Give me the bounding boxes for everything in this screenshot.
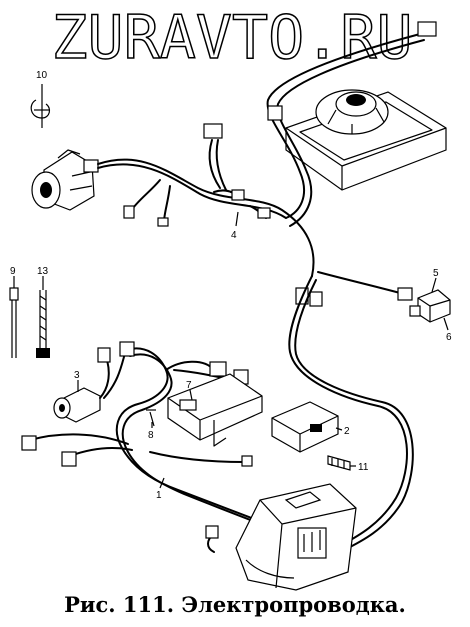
figure-caption: Рис. 111. Электропроводка. <box>64 592 406 617</box>
fuse-11 <box>327 455 351 471</box>
callout-6: 6 <box>446 332 452 343</box>
callout-4: 4 <box>231 230 237 241</box>
alternator <box>31 149 99 211</box>
ignition-switch-3 <box>53 387 101 423</box>
callout-9: 9 <box>10 266 16 277</box>
cooling-fan-assembly <box>285 89 447 191</box>
leader-lines <box>13 211 449 489</box>
callout-1: 1 <box>156 490 162 501</box>
callout-10: 10 <box>36 70 48 81</box>
callout-5: 5 <box>433 268 439 279</box>
relay-component-5 <box>409 289 451 323</box>
screw-8 <box>146 409 156 427</box>
control-module-7 <box>167 373 263 447</box>
clip-10 <box>30 84 51 128</box>
watermark-logo: ZURAVTO.RU <box>51 2 414 74</box>
battery-housing <box>235 483 357 591</box>
module-2 <box>271 401 339 453</box>
callout-3: 3 <box>74 370 80 381</box>
cable-tie-9 <box>9 287 19 358</box>
bolt-13 <box>36 290 50 358</box>
watermark-text: ZURAVTO.RU <box>51 3 412 73</box>
callout-2: 2 <box>344 426 350 437</box>
callout-11: 11 <box>358 462 369 473</box>
callout-7: 7 <box>186 380 192 391</box>
callout-8: 8 <box>148 430 154 441</box>
callout-13: 13 <box>37 266 49 277</box>
